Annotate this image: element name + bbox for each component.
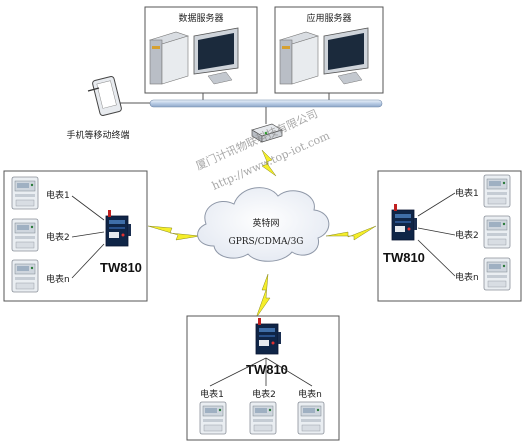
- lightning-bottom: [255, 273, 271, 319]
- bottom-meter-group: TW810 电表1 电表2 电表n: [186, 315, 340, 441]
- app-server-monitor-icon: [323, 27, 369, 85]
- meter-label: 电表1: [200, 388, 224, 400]
- meter-icon: [11, 218, 39, 252]
- data-server-monitor-icon: [193, 27, 239, 85]
- device-label: TW810: [100, 260, 142, 275]
- meter-label: 电表n: [455, 271, 479, 283]
- meter-icon: [249, 401, 277, 435]
- lightning-right: [325, 225, 377, 241]
- meter-label: 电表1: [46, 189, 70, 201]
- meter-icon: [199, 401, 227, 435]
- data-server-label: 数据服务器: [178, 12, 223, 24]
- mobile-terminal-icon: [87, 76, 122, 116]
- app-server-box: 应用服务器: [274, 6, 384, 94]
- router-icon: [251, 123, 283, 143]
- app-server-tower-icon: [279, 31, 319, 85]
- lightning-left: [147, 225, 201, 241]
- device-label: TW810: [246, 362, 288, 377]
- lightning-top: [261, 149, 277, 177]
- meter-icon: [483, 174, 511, 208]
- meter-icon: [483, 257, 511, 291]
- right-meter-group: TW810 电表1 电表2 电表n: [377, 170, 522, 302]
- mobile-terminal-label: 手机等移动终端: [66, 129, 129, 141]
- data-server-box: 数据服务器: [144, 6, 258, 94]
- left-meter-group: 电表1 电表2 电表n TW810: [3, 170, 148, 302]
- data-server-tower-icon: [149, 31, 189, 85]
- meter-label: 电表n: [298, 388, 322, 400]
- cloud-title: 英特网: [252, 217, 279, 229]
- meter-icon: [11, 259, 39, 293]
- meter-label: 电表2: [455, 229, 479, 241]
- meter-icon: [483, 215, 511, 249]
- cloud-network: GPRS/CDMA/3G: [229, 237, 304, 247]
- app-server-label: 应用服务器: [306, 12, 351, 24]
- meter-label: 电表2: [252, 388, 276, 400]
- network-bus: [149, 99, 383, 108]
- meter-icon: [297, 401, 325, 435]
- meter-label: 电表1: [455, 187, 479, 199]
- device-label: TW810: [383, 250, 425, 265]
- internet-cloud: 英特网 GPRS/CDMA/3G: [197, 187, 330, 262]
- meter-label: 电表2: [46, 231, 70, 243]
- meter-icon: [11, 176, 39, 210]
- meter-label: 电表n: [46, 273, 70, 285]
